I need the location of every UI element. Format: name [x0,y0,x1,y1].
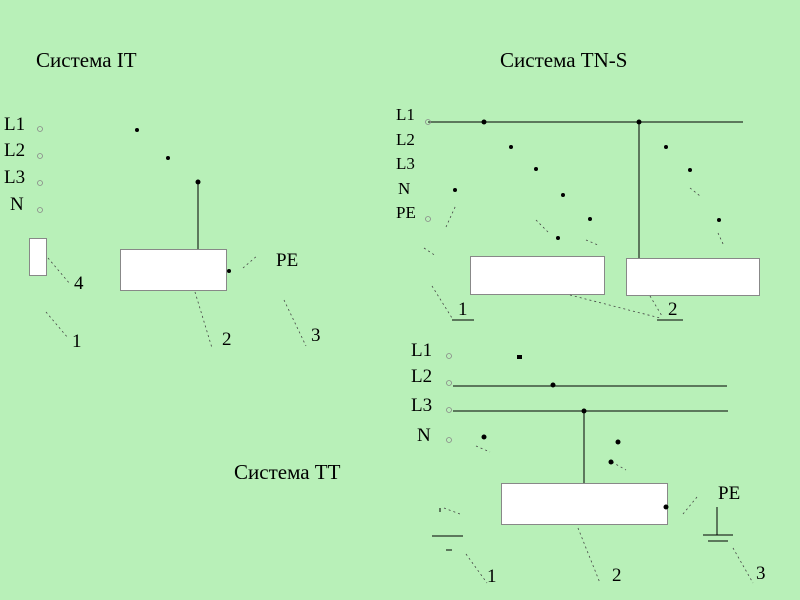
tns-label-l2: L2 [396,130,415,149]
it-label-l1: L1 [4,114,26,135]
it-number-4: 4 [74,273,84,294]
tt-system-title: Система TT [234,460,341,484]
it-source-box [29,238,47,276]
tt-load-box [501,483,668,525]
it-number-1: 1 [72,331,82,352]
tns-load-box-2 [626,258,760,296]
it-system-title: Система IT [36,48,137,72]
tt-number-3: 3 [756,563,766,584]
it-label-l2: L2 [4,140,26,161]
it-label-n: N [10,194,24,215]
tt-label-l2: L2 [411,366,433,387]
tns-label-l1: L1 [396,105,415,124]
tns-number-2: 2 [668,299,678,320]
tns-label-pe: PE [396,203,416,222]
it-number-2: 2 [222,329,232,350]
tns-number-1: 1 [458,299,468,320]
tt-label-l1: L1 [411,340,433,361]
it-label-pe: PE [276,250,299,271]
tns-load-box-1 [470,256,605,295]
it-load-box [120,249,227,291]
tt-label-l3: L3 [411,395,433,416]
tt-label-n: N [417,425,431,446]
tns-label-l3: L3 [396,154,415,173]
tt-number-1: 1 [487,566,497,587]
it-label-l3: L3 [4,167,26,188]
it-number-3: 3 [311,325,321,346]
tt-number-2: 2 [612,565,622,586]
tns-label-n: N [398,179,411,198]
tt-label-pe: PE [718,483,741,504]
tns-system-title: Система TN-S [500,48,628,72]
